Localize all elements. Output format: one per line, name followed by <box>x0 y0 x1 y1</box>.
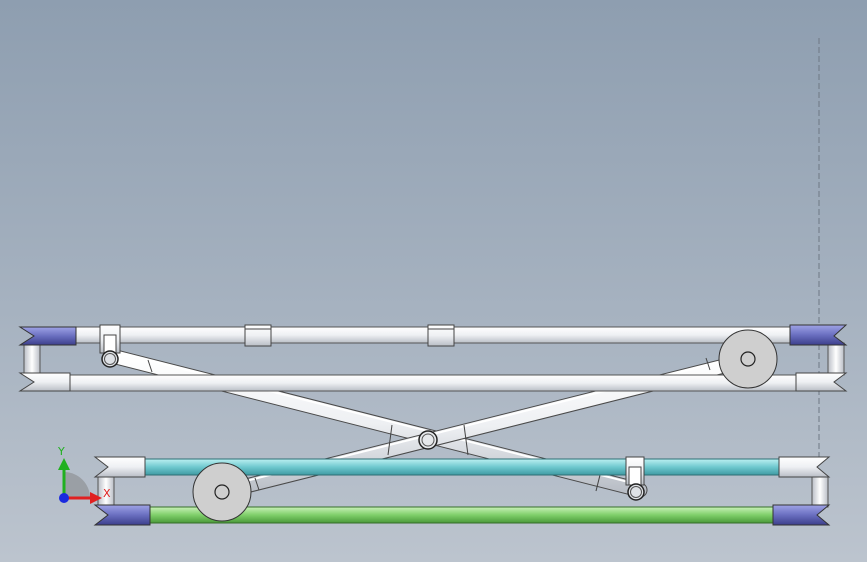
end-cap-lower-bottom-right <box>772 504 831 526</box>
top-bracket-2 <box>427 324 455 347</box>
wheel-top-right[interactable] <box>718 329 778 389</box>
upper-frame[interactable] <box>18 324 848 392</box>
center-pivot <box>418 430 438 450</box>
elbow-lower-top-right <box>778 456 831 478</box>
wheel-bottom-left[interactable] <box>192 462 252 522</box>
axis-y-label: Y <box>57 445 65 458</box>
lower-right-post <box>811 476 829 508</box>
top-bracket-1 <box>244 324 272 347</box>
axis-x-label: X <box>103 487 111 500</box>
upper-right-post <box>827 342 845 376</box>
elbow-bottom-right <box>795 372 848 392</box>
elbow-lower-top-left <box>93 456 146 478</box>
end-cap-top-right <box>789 324 848 346</box>
end-cap-top-left <box>18 326 77 346</box>
arm-joint-marks <box>147 357 711 492</box>
upper-left-post <box>23 342 41 376</box>
upper-bottom-rail <box>39 374 821 392</box>
coordinate-triad-icon[interactable]: Y X <box>57 445 111 504</box>
lower-frame[interactable] <box>93 456 831 526</box>
elbow-bottom-left <box>18 372 71 392</box>
end-cap-lower-bottom-left <box>93 504 151 526</box>
pivot-pin-bottom-right <box>627 483 645 501</box>
pivot-pin-top-left <box>101 350 119 368</box>
